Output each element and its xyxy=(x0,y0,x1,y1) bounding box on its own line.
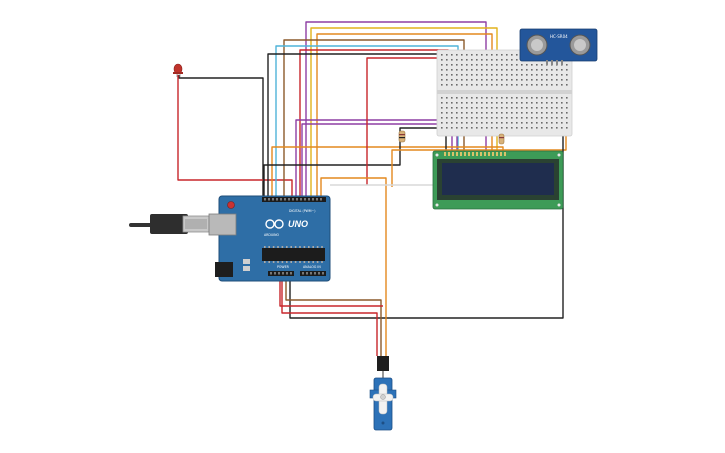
usb-port xyxy=(208,213,237,236)
wire-led-signal[interactable] xyxy=(177,75,293,198)
servo-horn[interactable] xyxy=(372,383,394,415)
digital-label: DIGITAL (PWM~) xyxy=(289,209,315,213)
board-label: UNO xyxy=(288,219,308,229)
digital-header xyxy=(262,197,326,202)
lcd-screen xyxy=(442,163,554,195)
servo-connector xyxy=(377,356,389,371)
lcd-display[interactable] xyxy=(432,150,564,210)
wire-servo-red-2[interactable] xyxy=(279,275,383,307)
sensor-pins xyxy=(546,60,563,65)
resistor-2[interactable] xyxy=(498,133,505,145)
power-label: POWER xyxy=(277,265,290,269)
red-led[interactable] xyxy=(173,63,183,77)
arduino-logo xyxy=(265,219,284,229)
wire-servo-brown[interactable] xyxy=(285,275,382,356)
power-header xyxy=(268,271,326,276)
microcontroller-chip xyxy=(262,248,325,261)
analog-label: ANALOG IN xyxy=(303,265,321,269)
wire-servo-red[interactable] xyxy=(281,275,378,356)
ultrasonic-sensor[interactable]: HC-SR04 xyxy=(519,28,598,65)
wire-purple-lcd-2[interactable] xyxy=(301,123,453,200)
wire-black-top[interactable] xyxy=(267,53,440,198)
wire-servo-orange[interactable] xyxy=(320,177,387,356)
wire-led-ground[interactable] xyxy=(178,75,264,200)
breadboard[interactable] xyxy=(398,49,573,145)
resistor-1[interactable] xyxy=(398,130,406,143)
usb-cable[interactable] xyxy=(129,214,210,234)
lcd-header-pins xyxy=(444,152,506,156)
wire-purple-lcd-1[interactable] xyxy=(295,119,458,200)
brand-label: ARDUINO xyxy=(264,233,280,237)
sensor-label: HC-SR04 xyxy=(550,34,568,39)
micro-servo[interactable] xyxy=(369,356,397,431)
power-jack xyxy=(215,262,233,277)
arduino-uno[interactable]: UNO ARDUINO DIGITAL (PWM~) POWER ANALOG … xyxy=(208,195,331,282)
reset-button[interactable] xyxy=(227,201,235,209)
breadboard-holes xyxy=(441,54,568,129)
